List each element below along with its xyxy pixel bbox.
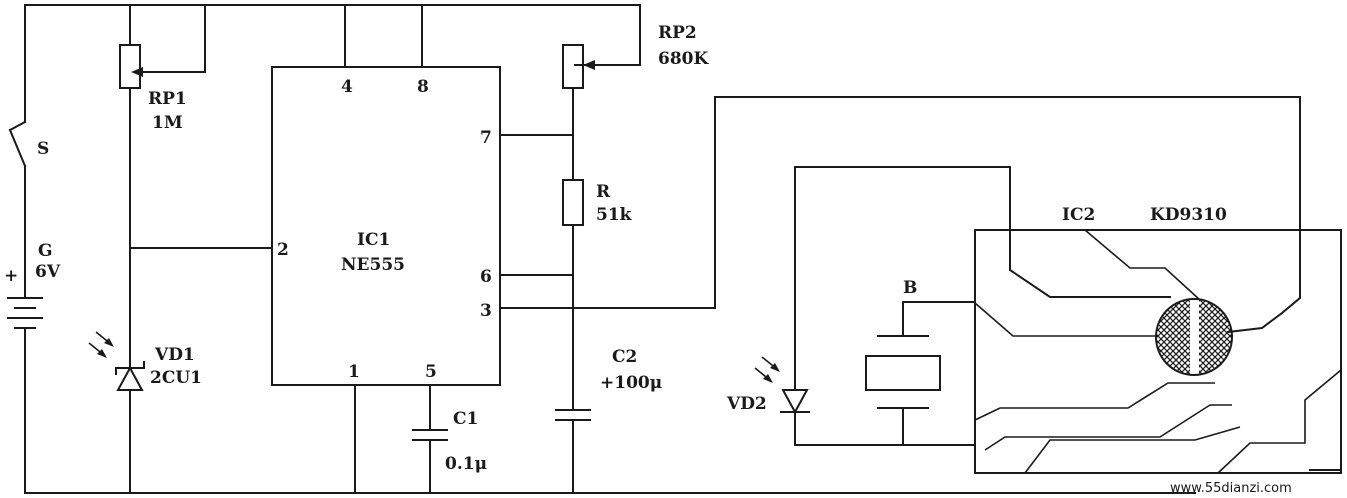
rp1-name: RP1 <box>148 89 187 109</box>
ic2-chip <box>974 229 1342 474</box>
ic2-part: KD9310 <box>1150 205 1227 225</box>
pin-4: 4 <box>341 77 353 97</box>
battery-name: G <box>38 241 53 261</box>
ic1-chip <box>271 66 501 386</box>
c1-name: C1 <box>453 409 478 429</box>
c2-name: C2 <box>612 347 637 367</box>
r-resistor <box>562 179 584 411</box>
ic1-name: IC1 <box>357 230 390 250</box>
rp1-potentiometer <box>119 44 143 346</box>
c2-value: +100μ <box>600 373 662 393</box>
battery-value: 6V <box>35 262 61 282</box>
vd1-part: 2CU1 <box>150 368 202 388</box>
switch-s <box>8 120 27 168</box>
bottom-rail <box>24 469 1341 494</box>
battery-polarity: + <box>4 266 18 286</box>
pin3-output-wire <box>499 96 1301 334</box>
top-rail <box>24 4 641 73</box>
buzzer-b <box>794 301 976 446</box>
ic2-name: IC2 <box>1062 205 1095 225</box>
r-value: 51k <box>596 205 633 225</box>
pin-2: 2 <box>277 240 289 260</box>
battery-g <box>7 284 43 336</box>
vd1-name: VD1 <box>154 345 195 365</box>
pin-7: 7 <box>480 128 492 148</box>
ic1-part: NE555 <box>341 255 405 275</box>
ic2-sound-disc <box>1155 298 1233 376</box>
pin-6: 6 <box>480 267 492 287</box>
pin-3: 3 <box>480 301 492 321</box>
c1-value: 0.1μ <box>445 454 487 474</box>
r-name: R <box>596 182 611 202</box>
ic2-traces <box>974 229 1342 474</box>
pin-5: 5 <box>425 362 437 382</box>
rp2-name: RP2 <box>658 23 697 43</box>
switch-label: S <box>37 139 49 159</box>
watermark: www.55dianzi.com <box>1170 481 1292 496</box>
pin-8: 8 <box>417 77 429 97</box>
vd1-photodiode <box>88 331 145 494</box>
c2-capacitor <box>555 409 591 494</box>
vd2-photodiode <box>754 166 1171 446</box>
c1-capacitor <box>412 384 448 494</box>
buzzer-name: B <box>903 278 917 298</box>
vd2-name: VD2 <box>726 394 767 414</box>
rp1-value: 1M <box>152 113 183 133</box>
pin-1: 1 <box>348 362 360 382</box>
rp2-value: 680K <box>658 49 709 69</box>
